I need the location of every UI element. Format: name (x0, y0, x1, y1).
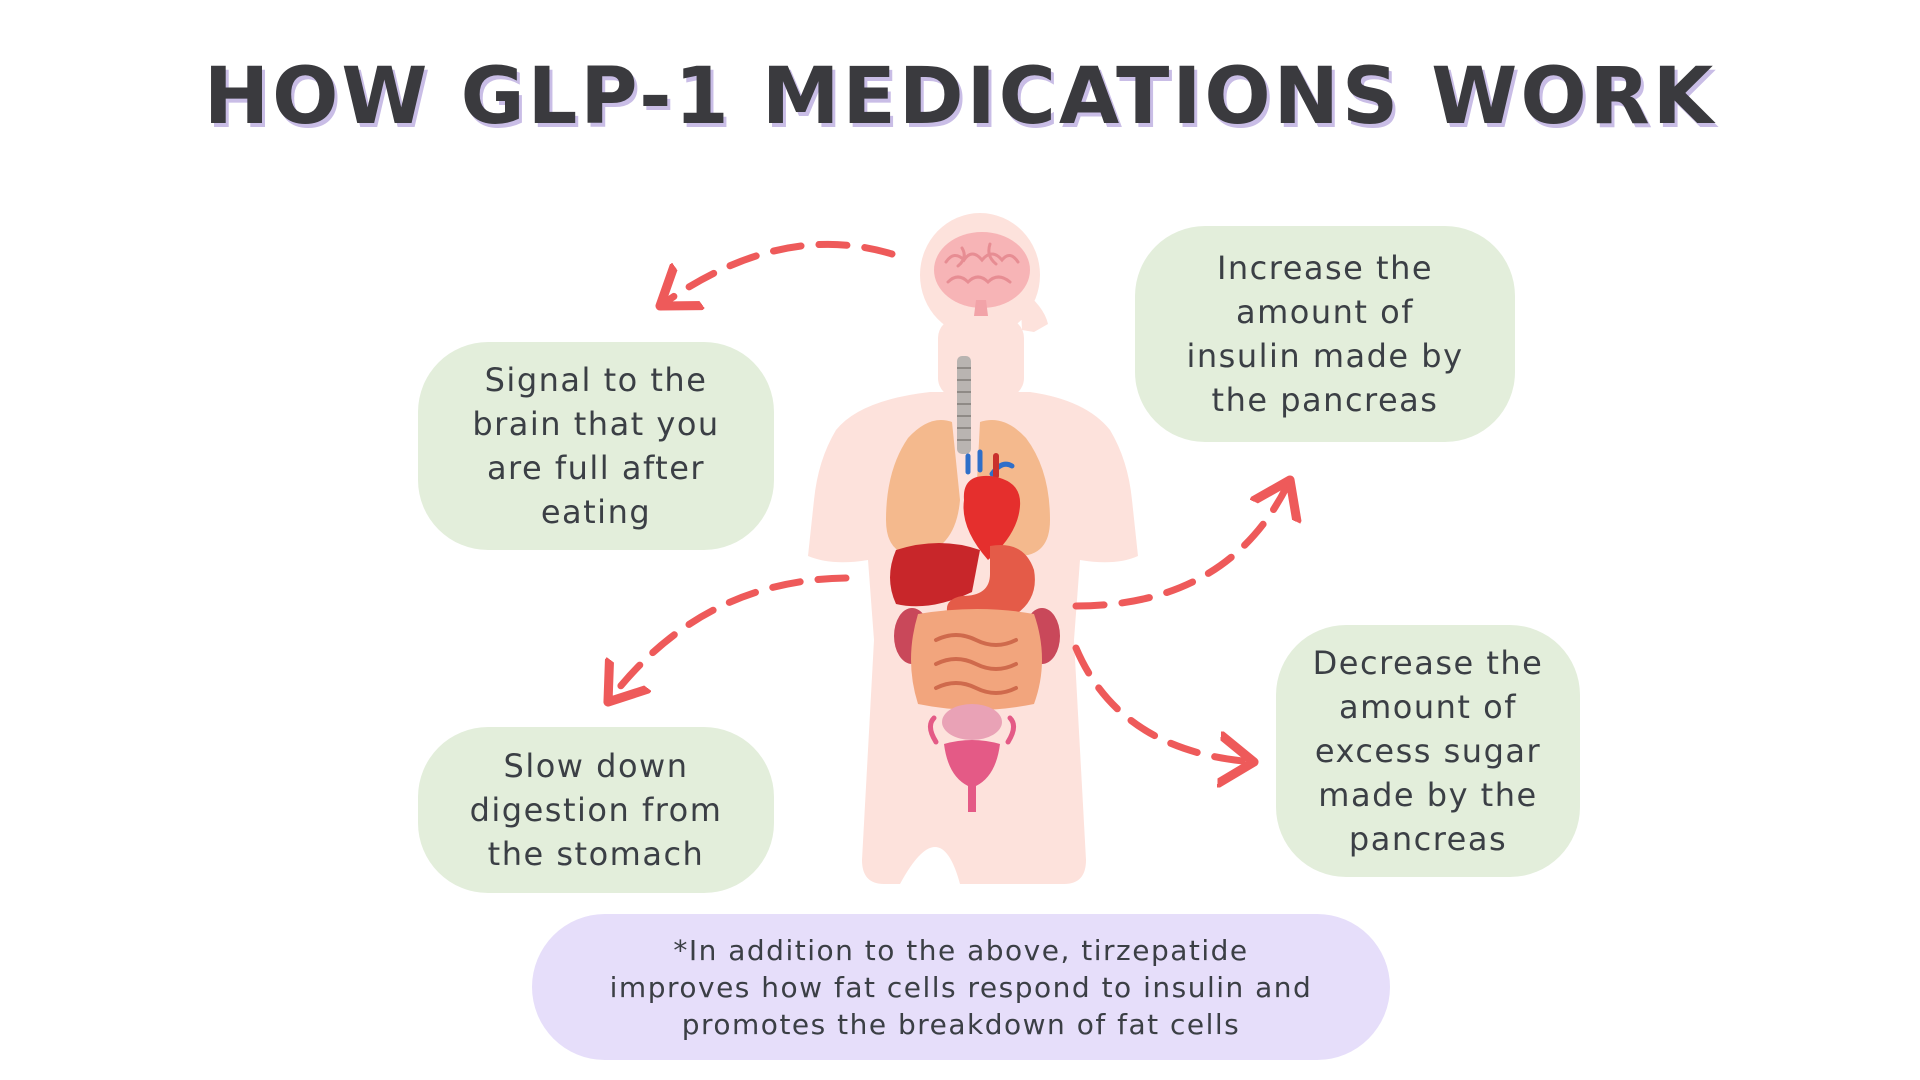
tirzepatide-note-text: *In addition to the above, tirzepatide i… (609, 933, 1313, 1041)
sugar-box: Decrease the amount of excess sugar made… (1276, 625, 1580, 877)
tirzepatide-note-box: *In addition to the above, tirzepatide i… (532, 914, 1390, 1060)
arrow-to-sugar-box (1072, 644, 1254, 762)
page-title: HOW GLP-1 MEDICATIONS WORK (203, 52, 1717, 142)
heart-icon (963, 449, 1021, 560)
uterus-icon (928, 715, 1016, 812)
arrow-to-insulin-box (1072, 480, 1290, 610)
arrows (608, 240, 1290, 762)
insulin-box: Increase the amount of insulin made by t… (1135, 226, 1515, 442)
brain-icon (934, 232, 1030, 316)
arrow-to-brain-box (660, 240, 896, 306)
bladder-icon (942, 704, 1002, 740)
sugar-text: Decrease the amount of excess sugar made… (1312, 644, 1544, 858)
brain-signal-text: Signal to the brain that you are full af… (472, 361, 720, 531)
insulin-text: Increase the amount of insulin made by t… (1186, 249, 1464, 419)
digestion-text: Slow down digestion from the stomach (469, 747, 723, 873)
stomach-icon (946, 545, 1035, 625)
brain-signal-box: Signal to the brain that you are full af… (418, 342, 774, 550)
digestion-box: Slow down digestion from the stomach (418, 727, 774, 893)
trachea-icon (957, 356, 971, 454)
intestines-icon (911, 609, 1042, 710)
arrow-to-stomach-box (608, 574, 850, 702)
liver-icon (890, 543, 980, 607)
